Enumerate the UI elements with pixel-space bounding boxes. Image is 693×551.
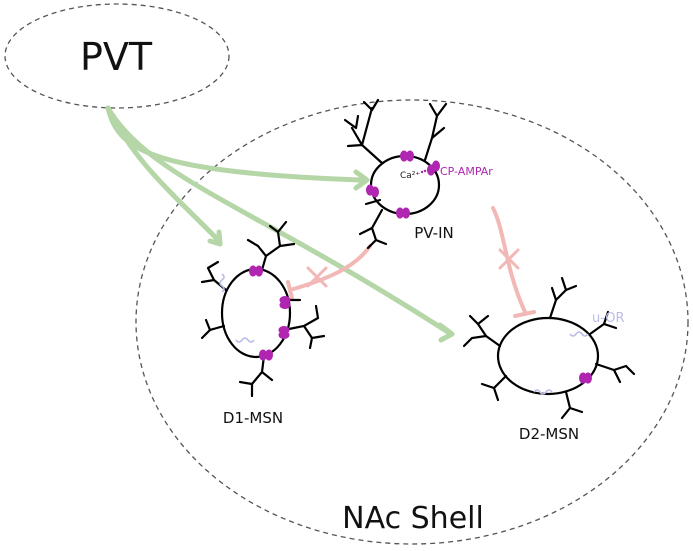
ampa-receptor — [279, 296, 291, 309]
cross-mark-d1 — [306, 266, 328, 288]
nac-shell-label: NAc Shell — [342, 501, 484, 536]
ampa-receptor — [259, 349, 273, 361]
ampa-receptors — [249, 150, 592, 384]
nac-shell-region — [135, 99, 689, 545]
ampa-receptor — [278, 326, 290, 339]
d1-msn-soma — [220, 267, 292, 359]
cross-mark-d2 — [498, 248, 520, 270]
ampa-receptor — [579, 372, 592, 384]
arrowhead-pv-in — [353, 169, 370, 191]
d2-msn-soma — [496, 316, 600, 396]
ampa-receptor — [427, 160, 440, 176]
opioid-receptor — [219, 273, 225, 293]
arrowhead-d2 — [437, 322, 455, 343]
ampa-receptor — [396, 207, 410, 219]
inhibitory-terminal-d2 — [513, 310, 536, 318]
pv-in-label: PV-IN — [414, 224, 454, 242]
pvt-to-d1-projection — [105, 105, 221, 243]
cp-ampar-label: CP-AMPAr — [440, 165, 493, 178]
pv-in-to-d2-projection — [491, 206, 527, 314]
opioid-receptor — [533, 389, 553, 395]
d2-msn-neuron — [462, 276, 636, 420]
d2-msn-label: D2-MSN — [519, 425, 579, 443]
ampa-receptor — [249, 265, 263, 277]
opioid-receptor — [569, 331, 589, 337]
pvt-projections — [105, 105, 451, 335]
u-or-label: u-OR — [592, 311, 625, 326]
pvt-label: PVT — [80, 35, 153, 79]
calcium-label: Ca²⁺ — [400, 171, 420, 181]
inhibitory-terminal-d1 — [286, 280, 294, 300]
ampa-receptor — [366, 184, 379, 198]
arrowhead-d1 — [207, 229, 223, 247]
pv-in-soma — [369, 154, 441, 216]
opioid-receptors — [219, 273, 589, 395]
pvt-region — [4, 3, 230, 109]
ampa-receptor — [400, 150, 414, 162]
calcium-ions — [420, 168, 430, 174]
opioid-receptor — [235, 337, 255, 343]
projection-arrowheads — [207, 169, 455, 343]
pv-in-to-d1-projection — [288, 244, 372, 292]
d1-msn-label: D1-MSN — [223, 409, 283, 427]
pvt-to-d2-projection — [105, 105, 451, 335]
pv-in-inhibitory-projections — [286, 206, 536, 318]
